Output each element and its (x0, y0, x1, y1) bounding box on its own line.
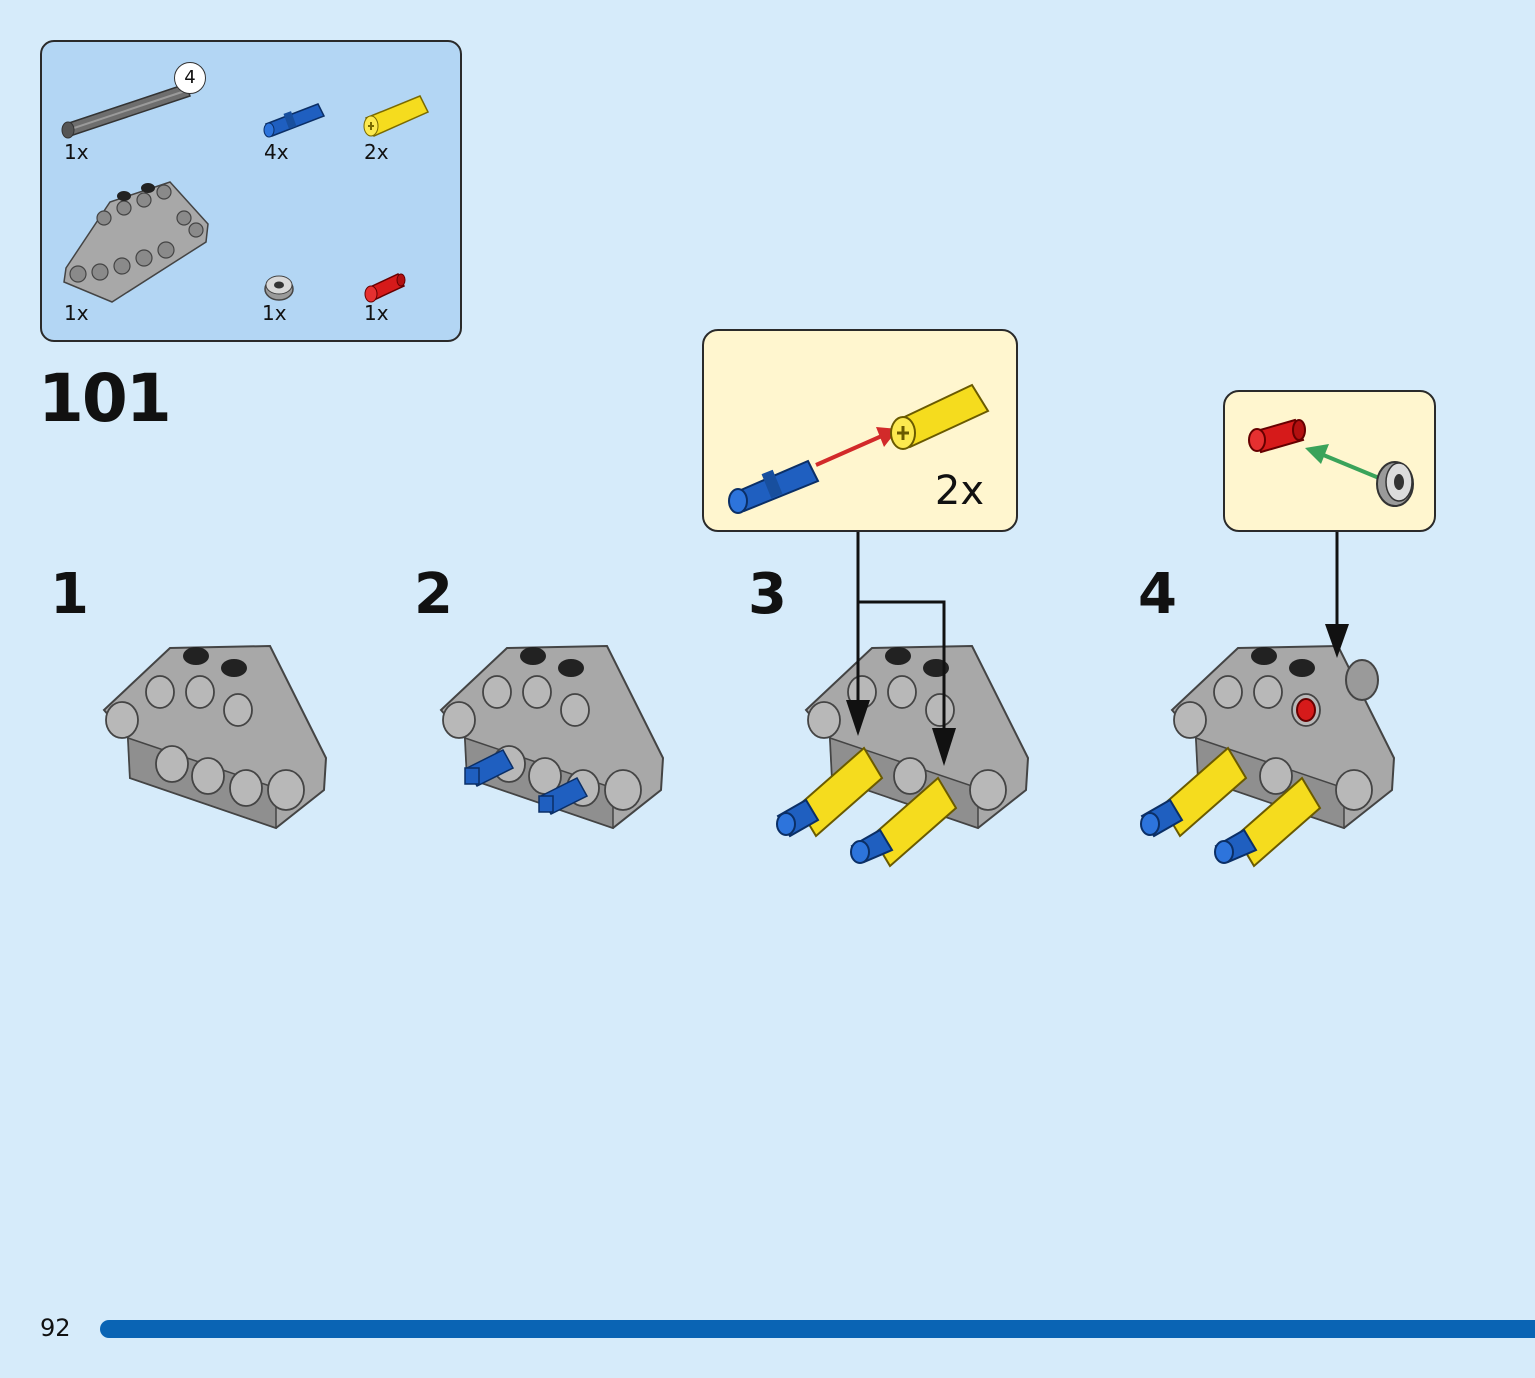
step-number: 3 (748, 562, 787, 627)
step-3-subassembly-callout: 2x (702, 329, 1018, 532)
step-number: 2 (414, 562, 453, 627)
red-pin-icon (364, 273, 406, 303)
axle-length-badge: 4 (174, 62, 206, 94)
build-step-number: 101 (38, 360, 172, 437)
assembly-arrow-icon (1305, 444, 1380, 480)
parts-list-panel: 4 1x 4x 2x 1x 1x 1x (40, 40, 462, 342)
red-pin-icon (1248, 418, 1306, 454)
step-4-pointer-arrow (1325, 532, 1349, 658)
step-3-beam-frame (776, 644, 1030, 868)
step-4-beam-frame (1140, 644, 1396, 868)
gray-bush-icon (264, 275, 294, 301)
qty-red-pin: 1x (364, 301, 389, 325)
qty-beam-frame: 1x (64, 301, 89, 325)
step-3-pointer-arrows (846, 532, 956, 766)
page-progress-bar (100, 1320, 1535, 1338)
step-4-subassembly-callout (1223, 390, 1436, 532)
qty-connector: 2x (364, 140, 389, 164)
gray-bush-icon (1376, 461, 1414, 507)
qty-axle: 1x (64, 140, 89, 164)
step-1-beam-frame (102, 644, 328, 830)
callout-multiplier: 2x (934, 468, 984, 514)
yellow-axle-connector-icon (363, 95, 430, 137)
gray-axle-icon (61, 83, 191, 139)
qty-bush: 1x (262, 301, 287, 325)
qty-axle-pin: 4x (264, 140, 289, 164)
page-number: 92 (40, 1314, 71, 1342)
blue-axle-pin-icon (728, 459, 820, 514)
gray-beam-frame-icon (63, 181, 209, 303)
step-number: 1 (50, 562, 89, 627)
blue-axle-pin-icon (263, 103, 326, 138)
step-2-beam-frame (439, 644, 665, 830)
step-number: 4 (1138, 562, 1177, 627)
yellow-axle-connector-icon (890, 383, 990, 450)
